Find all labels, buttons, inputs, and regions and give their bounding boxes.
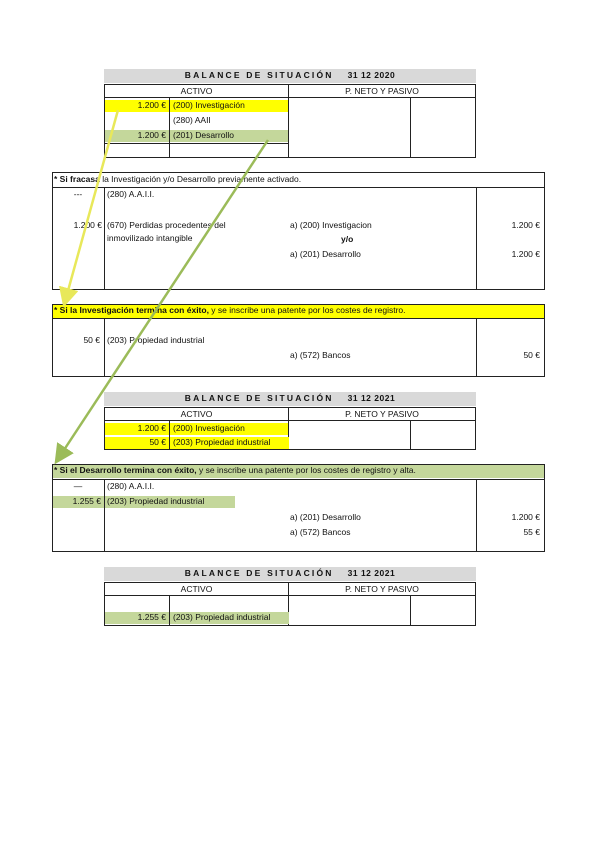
b2-amount-investigacion: 1.200 € xyxy=(105,423,169,435)
des-r2-label: (203) Propiedad industrial xyxy=(105,496,235,508)
balance-2020-body xyxy=(104,98,476,158)
fail-credit-2: a) (201) Desarrollo xyxy=(290,249,361,259)
balance-date: 31 12 2021 xyxy=(347,393,396,403)
divider xyxy=(52,187,545,188)
divider xyxy=(410,98,411,158)
divider xyxy=(52,318,545,319)
divider xyxy=(410,421,411,450)
divider xyxy=(169,98,170,158)
divider xyxy=(476,479,477,552)
heading-bold: * Si el Desarrollo termina con éxito, xyxy=(54,465,197,475)
divider xyxy=(169,596,170,626)
fail-r1-label: (280) A.A.I.I. xyxy=(107,189,155,199)
balance-title: BALANCE DE SITUACIÓN xyxy=(184,568,334,578)
des-credit-2-amount: 55 € xyxy=(523,527,540,537)
des-r2-amount: 1.255 € xyxy=(53,496,104,508)
inv-amount: 50 € xyxy=(83,335,100,345)
balance-2021b-header: BALANCE DE SITUACIÓN 31 12 2021 xyxy=(104,567,476,581)
fail-r1-amount: --- xyxy=(73,189,83,199)
divider xyxy=(104,318,105,377)
des-credit-1-amount: 1.200 € xyxy=(511,512,540,522)
b2-label-investigacion: (200) Investigación xyxy=(170,423,288,435)
case-inv-box xyxy=(52,304,545,377)
balance-2021-header: BALANCE DE SITUACIÓN 31 12 2021 xyxy=(104,392,476,406)
heading-rest: la Investigación y/o Desarrollo previame… xyxy=(99,174,302,184)
b3-label-propiedad: (203) Propiedad industrial xyxy=(170,612,289,624)
divider xyxy=(169,421,170,450)
col-pasivo: P. NETO Y PASIVO xyxy=(288,407,476,421)
fail-credit-2-amount: 1.200 € xyxy=(511,249,540,259)
heading-bold: * Si la Investigación termina con éxito, xyxy=(54,305,209,315)
balance-2020-header: BALANCE DE SITUACIÓN 31 12 2020 xyxy=(104,69,476,83)
des-credit-1: a) (201) Desarrollo xyxy=(290,512,361,522)
des-credit-2: a) (572) Bancos xyxy=(290,527,351,537)
balance-title: BALANCE DE SITUACIÓN xyxy=(184,70,334,80)
case-fail-box xyxy=(52,172,545,290)
inv-credit: a) (572) Bancos xyxy=(290,350,351,360)
divider xyxy=(476,318,477,377)
divider xyxy=(52,479,545,480)
amount-investigacion: 1.200 € xyxy=(105,100,169,112)
heading-rest: y se inscribe una patente por los costes… xyxy=(196,465,416,475)
inv-label: (203) Propiedad industrial xyxy=(107,335,205,345)
balance-date: 31 12 2020 xyxy=(347,70,396,80)
b2-amount-propiedad: 50 € xyxy=(105,437,169,449)
case-des-box xyxy=(52,464,545,552)
fail-r2-amount: 1.200 € xyxy=(73,220,102,230)
amount-desarrollo: 1.200 € xyxy=(105,130,169,142)
divider xyxy=(410,596,411,626)
label-desarrollo: (201) Desarrollo xyxy=(170,130,288,142)
des-r1-amount: — xyxy=(73,481,83,491)
label-investigacion: (200) Investigación xyxy=(170,100,288,112)
balance-date: 31 12 2021 xyxy=(347,568,396,578)
fail-credit-1-amount: 1.200 € xyxy=(511,220,540,230)
col-pasivo: P. NETO Y PASIVO xyxy=(288,582,476,596)
heading-bold: * Si fracasa xyxy=(54,174,100,184)
balance-2021-body xyxy=(104,421,476,450)
des-r1-label: (280) A.A.I.I. xyxy=(107,481,155,491)
fail-r2-label-2: inmovilizado intangible xyxy=(107,233,193,243)
label-aaii: (280) AAII xyxy=(173,115,211,125)
inv-credit-amount: 50 € xyxy=(523,350,540,360)
case-des-heading: * Si el Desarrollo termina con éxito, y … xyxy=(53,465,544,478)
case-fail-heading: * Si fracasa la Investigación y/o Desarr… xyxy=(54,174,544,186)
balance-title: BALANCE DE SITUACIÓN xyxy=(184,393,334,403)
b2-label-propiedad: (203) Propiedad industrial xyxy=(170,437,289,449)
divider xyxy=(104,143,289,144)
divider xyxy=(104,187,105,290)
b3-amount-propiedad: 1.255 € xyxy=(105,612,169,624)
heading-rest: y se inscribe una patente por los costes… xyxy=(208,305,406,315)
divider xyxy=(288,98,289,158)
col-pasivo: P. NETO Y PASIVO xyxy=(288,84,476,98)
arrow-desarrollo xyxy=(54,139,270,465)
fail-credit-1: a) (200) Investigacion xyxy=(290,220,372,230)
balance-2021b-body xyxy=(104,596,476,626)
case-inv-heading: * Si la Investigación termina con éxito,… xyxy=(53,305,544,318)
divider xyxy=(288,421,289,450)
arrow-investigacion xyxy=(59,109,120,308)
divider xyxy=(476,187,477,290)
fail-yo: y/o xyxy=(341,234,354,244)
divider xyxy=(288,596,289,626)
fail-r2-label-1: (670) Perdidas procedentes del xyxy=(107,220,226,230)
divider xyxy=(104,479,105,552)
